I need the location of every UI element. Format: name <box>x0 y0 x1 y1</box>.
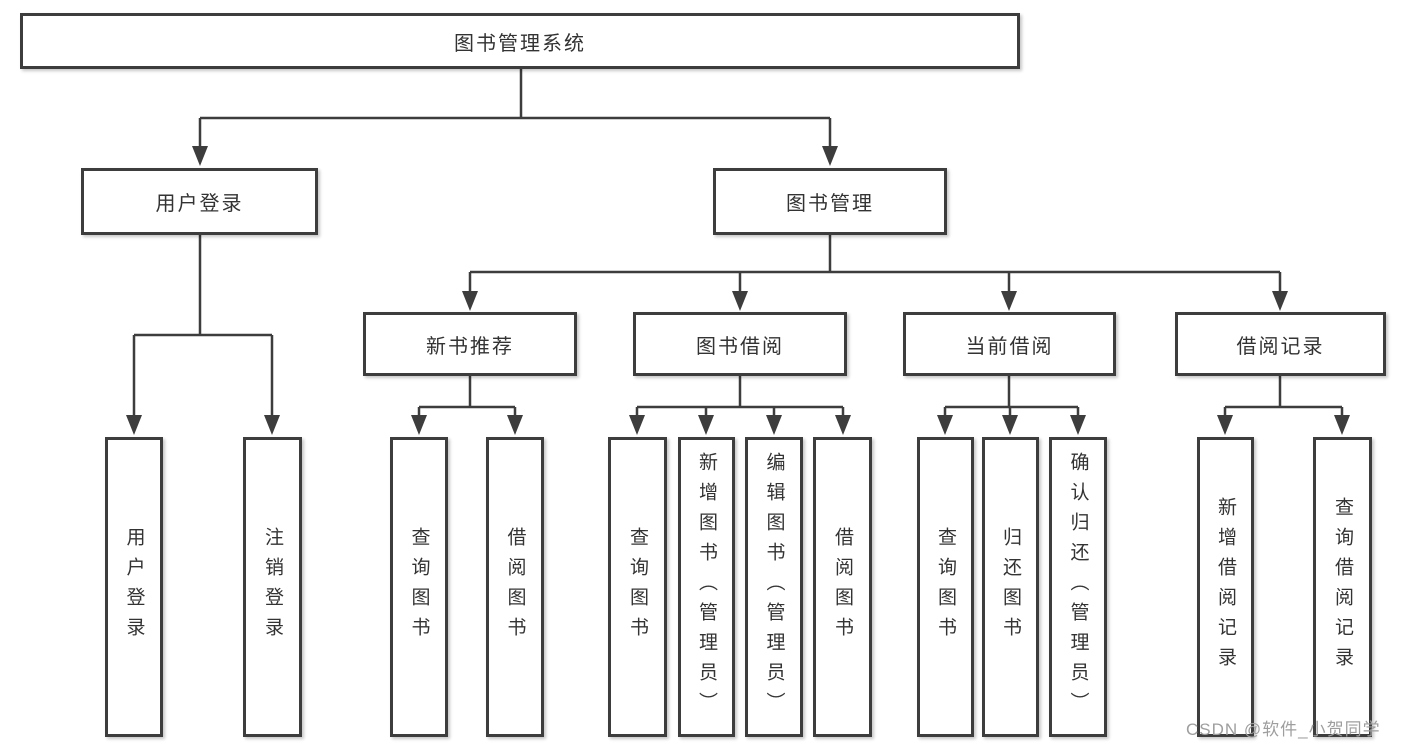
leaf-borrow-books-recommend-label: 借阅图书 <box>504 527 526 647</box>
leaf-query-borrow-record-label: 查询借阅记录 <box>1332 497 1353 677</box>
leaf-query-books-current: 查询图书 <box>917 437 974 737</box>
node-root-label: 图书管理系统 <box>454 32 586 55</box>
leaf-add-books-admin-label: 新增图书（管理员） <box>696 452 717 722</box>
leaf-add-borrow-record: 新增借阅记录 <box>1197 437 1254 737</box>
leaf-borrow-books-borrowing: 借阅图书 <box>813 437 872 737</box>
leaf-query-books-borrowing-label: 查询图书 <box>627 527 648 647</box>
leaf-user-login: 用户登录 <box>105 437 163 737</box>
node-user-login: 用户登录 <box>81 168 318 235</box>
leaf-logout-label: 注销登录 <box>262 527 283 647</box>
connector-borrowing-group <box>635 376 845 417</box>
leaf-edit-books-admin-label: 编辑图书（管理员） <box>763 452 785 722</box>
connector-userlogin-group <box>132 235 274 417</box>
connector-bookmgmt-to-level2 <box>468 235 1282 294</box>
connector-recommend-group <box>417 376 517 417</box>
leaf-borrow-books-borrowing-label: 借阅图书 <box>832 527 853 647</box>
connector-current-group <box>943 376 1080 417</box>
leaf-borrow-books-recommend: 借阅图书 <box>486 437 544 737</box>
connector-root-to-level1 <box>198 69 832 148</box>
leaf-query-books-current-label: 查询图书 <box>935 527 956 647</box>
node-root: 图书管理系统 <box>20 13 1020 69</box>
node-book-management-label: 图书管理 <box>786 193 874 215</box>
leaf-confirm-return-admin-label: 确认归还（管理员） <box>1067 452 1089 722</box>
leaf-edit-books-admin: 编辑图书（管理员） <box>745 437 803 737</box>
leaf-confirm-return-admin: 确认归还（管理员） <box>1049 437 1107 737</box>
csdn-watermark: CSDN @软件_小贺同学 <box>1186 720 1381 739</box>
node-book-borrowing-label: 图书借阅 <box>696 335 784 358</box>
node-borrowing-records-label: 借阅记录 <box>1236 335 1325 358</box>
node-current-borrowing: 当前借阅 <box>903 312 1116 376</box>
leaf-query-books-borrowing: 查询图书 <box>608 437 667 737</box>
connector-records-group <box>1223 376 1344 417</box>
leaf-user-login-label: 用户登录 <box>123 527 145 647</box>
leaf-return-books: 归还图书 <box>982 437 1039 737</box>
node-new-book-recommendation: 新书推荐 <box>363 312 577 376</box>
node-book-borrowing: 图书借阅 <box>633 312 847 376</box>
node-new-book-recommendation-label: 新书推荐 <box>426 335 514 358</box>
leaf-add-borrow-record-label: 新增借阅记录 <box>1215 497 1236 677</box>
leaf-query-borrow-record: 查询借阅记录 <box>1313 437 1372 737</box>
leaf-add-books-admin: 新增图书（管理员） <box>678 437 735 737</box>
leaf-query-books-recommend: 查询图书 <box>390 437 448 737</box>
node-book-management: 图书管理 <box>713 168 947 235</box>
node-borrowing-records: 借阅记录 <box>1175 312 1386 376</box>
leaf-return-books-label: 归还图书 <box>1000 527 1021 647</box>
node-user-login-label: 用户登录 <box>155 193 244 215</box>
leaf-logout: 注销登录 <box>243 437 302 737</box>
node-current-borrowing-label: 当前借阅 <box>965 335 1054 358</box>
leaf-query-books-recommend-label: 查询图书 <box>408 527 430 647</box>
